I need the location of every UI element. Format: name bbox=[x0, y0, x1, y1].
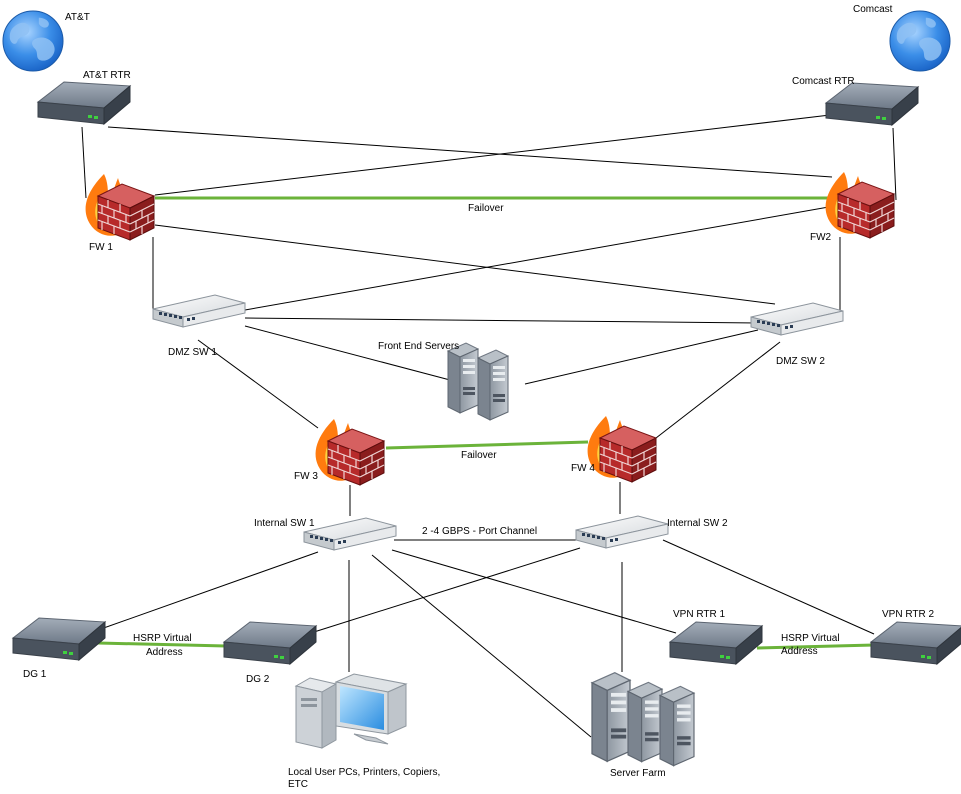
att-label: AT&T bbox=[65, 12, 90, 23]
dg1-label: DG 1 bbox=[23, 669, 47, 680]
comcast-label: Comcast bbox=[853, 4, 893, 15]
link-int-sw1-vpn1 bbox=[391, 549, 677, 634]
link-comcast-rtr-fw1 bbox=[154, 114, 831, 196]
server-rack-icon bbox=[591, 672, 631, 762]
node-labels: AT&T Comcast AT&T RTR Comcast RTR FW 1 F… bbox=[23, 4, 934, 790]
link-int-sw1-server-farm bbox=[371, 554, 592, 738]
router-icon bbox=[825, 82, 919, 126]
fw4-label: FW 4 bbox=[571, 463, 595, 474]
router-icon bbox=[870, 621, 961, 665]
link-fw1-dmz-sw2 bbox=[154, 224, 776, 305]
server-icon bbox=[447, 342, 479, 414]
vpn2-label: VPN RTR 2 bbox=[882, 609, 934, 620]
hsrp-link-dg1-dg2 bbox=[97, 641, 227, 648]
fw2-label: FW2 bbox=[810, 232, 832, 243]
front-end-label: Front End Servers bbox=[378, 341, 459, 352]
globe-icon bbox=[2, 10, 64, 72]
failover-link-fw3-fw4 bbox=[385, 440, 589, 450]
link-dmz-sw2-fw4 bbox=[655, 341, 781, 439]
dg2-label: DG 2 bbox=[246, 674, 270, 685]
firewall-icon bbox=[824, 171, 895, 239]
server-icon bbox=[477, 349, 509, 421]
server-rack-icon bbox=[627, 681, 663, 763]
failover-links bbox=[97, 196, 875, 650]
link-dmz-sw2-front-end bbox=[524, 329, 759, 385]
link-fw2-dmz-sw1 bbox=[244, 204, 841, 311]
firewall-icon bbox=[586, 415, 657, 483]
hsrp-vpn-label-line2: Address bbox=[781, 646, 818, 657]
server-farm-label: Server Farm bbox=[610, 768, 666, 779]
switch-icon bbox=[152, 294, 246, 328]
firewall-icon bbox=[314, 418, 385, 486]
int-sw1-label: Internal SW 1 bbox=[254, 518, 315, 529]
router-icon bbox=[12, 617, 106, 661]
hsrp-vpn-label-line1: HSRP Virtual bbox=[781, 633, 840, 644]
link-att-rtr-fw1 bbox=[81, 126, 87, 199]
local-pcs-label-line2: ETC bbox=[288, 779, 308, 790]
link-dmz-sw1-front-end bbox=[244, 325, 451, 381]
att-rtr-label: AT&T RTR bbox=[83, 70, 131, 81]
link-dmz-sw1-fw3 bbox=[197, 339, 319, 429]
link-att-rtr-fw2 bbox=[107, 126, 833, 178]
vpn1-label: VPN RTR 1 bbox=[673, 609, 725, 620]
failover-top-label: Failover bbox=[468, 203, 504, 214]
failover-mid-label: Failover bbox=[461, 450, 497, 461]
router-icon bbox=[223, 621, 317, 665]
link-int-sw2-dg2 bbox=[313, 547, 581, 633]
dmz-sw1-label: DMZ SW 1 bbox=[168, 347, 217, 358]
dmz-sw2-label: DMZ SW 2 bbox=[776, 356, 825, 367]
int-sw2-label: Internal SW 2 bbox=[667, 518, 728, 529]
link-dmz-sw1-dmz-sw2 bbox=[244, 317, 759, 324]
hsrp-link-vpn1-vpn2 bbox=[756, 643, 875, 650]
firewall-icon bbox=[84, 173, 155, 241]
switch-icon bbox=[750, 302, 844, 336]
fw3-label: FW 3 bbox=[294, 471, 318, 482]
link-comcast-rtr-fw2 bbox=[892, 127, 897, 201]
port-channel-label: 2 -4 GBPS - Port Channel bbox=[422, 526, 537, 537]
hsrp-dg-label-line1: HSRP Virtual bbox=[133, 633, 192, 644]
server-rack-icon bbox=[659, 685, 695, 767]
switch-icon bbox=[303, 517, 397, 551]
fw1-label: FW 1 bbox=[89, 242, 113, 253]
network-links bbox=[81, 114, 897, 738]
local-pcs-label-line1: Local User PCs, Printers, Copiers, bbox=[288, 767, 440, 778]
router-icon bbox=[37, 81, 131, 125]
desktop-pc-icon bbox=[295, 673, 407, 749]
hsrp-dg-label-line2: Address bbox=[146, 647, 183, 658]
link-int-sw1-dg1 bbox=[97, 551, 319, 631]
comcast-rtr-label: Comcast RTR bbox=[792, 76, 855, 87]
link-int-sw2-vpn2 bbox=[662, 539, 875, 635]
globe-icon bbox=[889, 10, 951, 72]
switch-icon bbox=[575, 515, 669, 549]
router-icon bbox=[669, 621, 763, 665]
